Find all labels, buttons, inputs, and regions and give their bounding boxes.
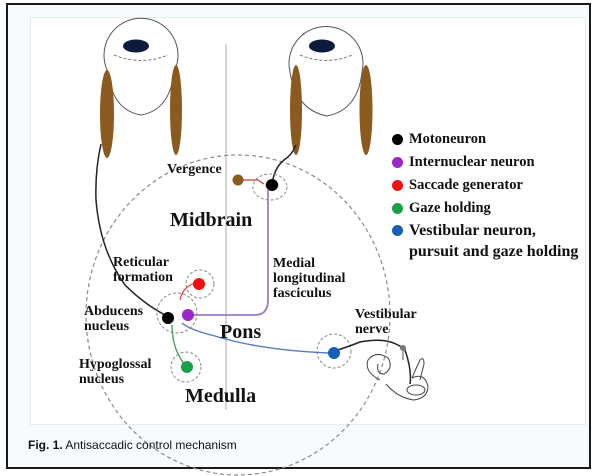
gaze-holding-neuron bbox=[181, 361, 193, 373]
abducens-nerve bbox=[95, 143, 168, 317]
left-pupil bbox=[123, 39, 149, 53]
vestibular-neuron bbox=[328, 347, 340, 359]
legend-item-vestibular-neuron: Vestibular neuron, pursuit and gaze hold… bbox=[392, 220, 579, 262]
left-eye bbox=[100, 17, 182, 158]
oculomotor-nucleus-outline bbox=[252, 173, 288, 201]
vergence-connection bbox=[242, 179, 265, 185]
legend-item-internuclear-neuron: Internuclear neuron bbox=[392, 151, 579, 174]
vergence-label: Vergence bbox=[167, 162, 222, 177]
legend-item-motoneuron: Motoneuron bbox=[392, 128, 579, 151]
caption-text: Antisaccadic control mechanism bbox=[65, 438, 237, 452]
midbrain-label: Midbrain bbox=[170, 209, 253, 231]
vestibular-nerve-fiber bbox=[337, 339, 412, 385]
right-eye-lateral-muscle bbox=[359, 65, 373, 155]
abducens-nucleus-label: Abducens nucleus bbox=[84, 304, 144, 335]
saccade-generator-dot-icon bbox=[392, 180, 403, 191]
saccade-generator-neuron bbox=[193, 278, 205, 290]
pons-label: Pons bbox=[220, 321, 262, 343]
vestibular-pathway bbox=[181, 322, 329, 354]
mlf-label: Medial longitudinal fasciculus bbox=[273, 256, 346, 302]
vestibular-neuron-dot-icon bbox=[392, 225, 403, 236]
figure-caption: Fig. 1. Antisaccadic control mechanism bbox=[28, 438, 237, 452]
right-eye bbox=[288, 26, 373, 155]
hypoglossal-nucleus-label: Hypoglossal nucleus bbox=[79, 357, 152, 388]
brainstem-outline bbox=[85, 154, 391, 476]
reticular-formation-label: Reticular formation bbox=[113, 255, 173, 286]
inner-ear-icon bbox=[366, 345, 429, 401]
abducens-nucleus-outline bbox=[156, 292, 198, 334]
right-eye-medial-muscle bbox=[290, 65, 302, 155]
gaze-holding-connection bbox=[171, 324, 187, 367]
left-eye-lateral-muscle bbox=[100, 70, 114, 158]
oculomotor-nerve bbox=[271, 144, 297, 186]
vestibular-nucleus-outline bbox=[316, 333, 352, 369]
left-eyeball bbox=[103, 17, 179, 116]
mlf-pathway bbox=[192, 190, 269, 316]
hypoglossal-nucleus-outline bbox=[170, 351, 202, 383]
internuclear-neuron bbox=[182, 309, 194, 321]
left-eye-inner-arc bbox=[113, 54, 169, 61]
left-eye-medial-muscle bbox=[170, 65, 182, 155]
vergence-neuron bbox=[232, 174, 244, 186]
saccade-generator-outline bbox=[185, 269, 215, 299]
right-pupil bbox=[309, 39, 335, 53]
medulla-label: Medulla bbox=[185, 385, 257, 407]
legend-item-saccade-generator: Saccade generator bbox=[392, 174, 579, 197]
gaze-holding-dot-icon bbox=[392, 203, 403, 214]
legend: Motoneuron Internuclear neuron Saccade g… bbox=[392, 128, 579, 262]
vestibular-nerve-label: Vestibular nerve bbox=[355, 307, 417, 338]
abducens-motoneuron bbox=[162, 312, 174, 324]
motoneuron-dot-icon bbox=[392, 134, 403, 145]
internuclear-neuron-dot-icon bbox=[392, 157, 403, 168]
right-eyeball bbox=[288, 26, 364, 117]
caption-label: Fig. 1. bbox=[28, 438, 63, 452]
right-eye-inner-arc bbox=[299, 54, 353, 61]
oculomotor-motoneuron bbox=[266, 179, 278, 191]
legend-item-gaze-holding: Gaze holding bbox=[392, 197, 579, 220]
